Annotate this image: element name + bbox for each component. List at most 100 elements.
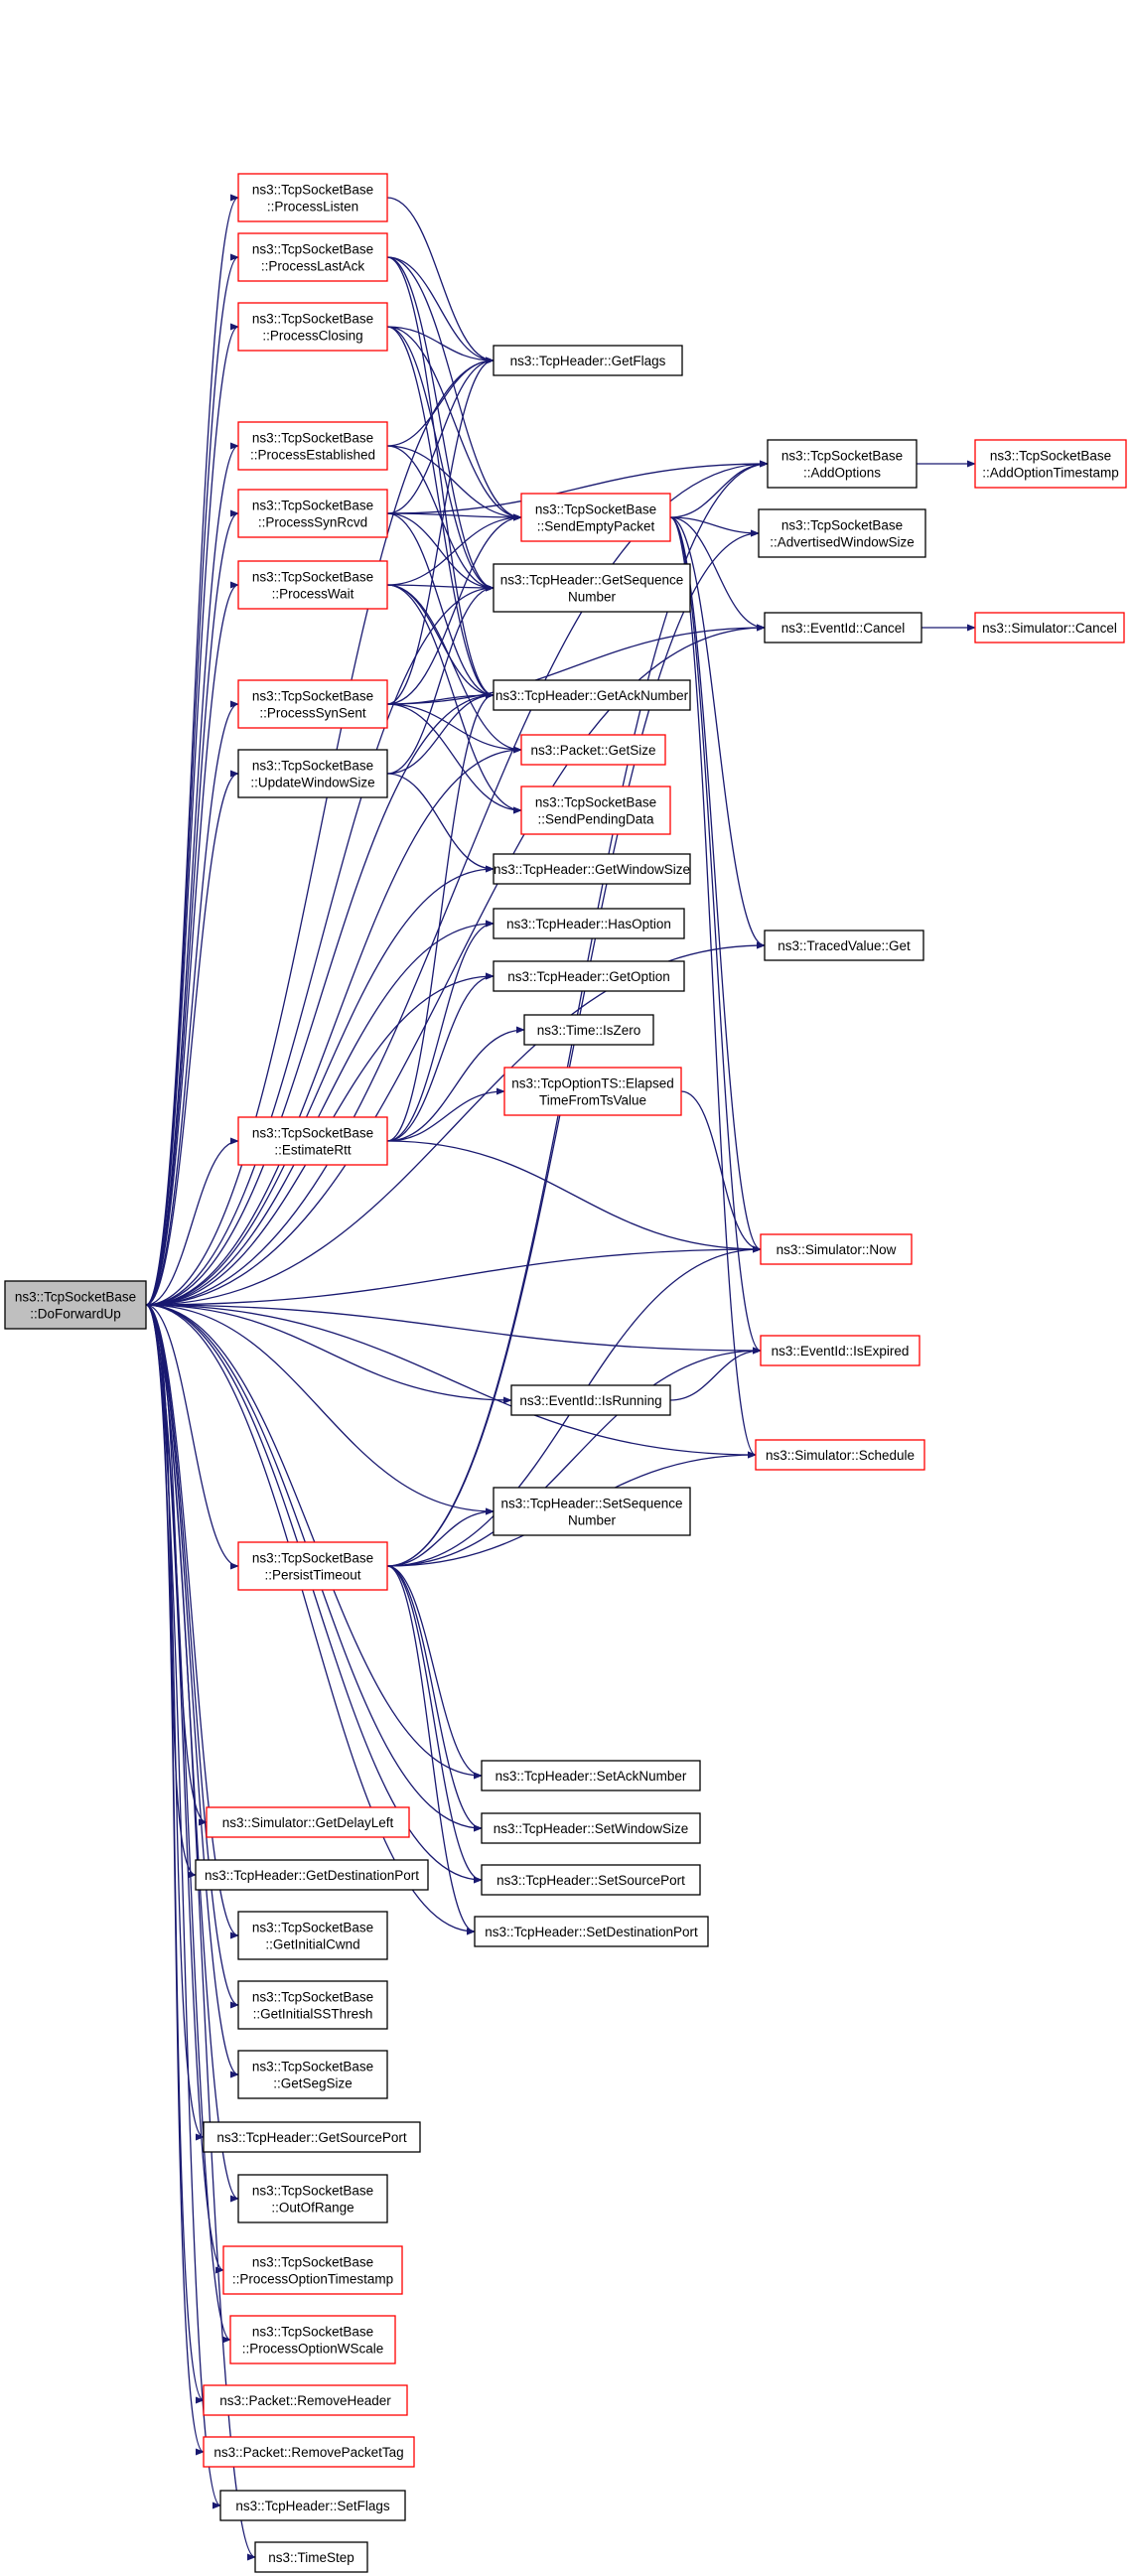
node-box (510, 1384, 671, 1416)
node-packetgetsize[interactable]: ns3::Packet::GetSize (520, 734, 666, 766)
node-updatewindowsize[interactable]: ns3::TcpSocketBase::UpdateWindowSize (237, 749, 388, 798)
node-setwindowsize[interactable]: ns3::TcpHeader::SetWindowSize (481, 1812, 701, 1844)
node-label: ns3::Packet::GetSize (530, 743, 655, 758)
node-outofrange[interactable]: ns3::TcpSocketBase::OutOfRange (237, 2174, 388, 2223)
edge-estimatertt-to-simulatornow (386, 1140, 762, 1253)
node-processoptionwscale[interactable]: ns3::TcpSocketBase::ProcessOptionWScale (229, 2315, 396, 2364)
node-processlisten[interactable]: ns3::TcpSocketBase::ProcessListen (237, 173, 388, 222)
node-label: ::AddOptionTimestamp (982, 466, 1119, 481)
node-label: ns3::TcpHeader::GetOption (507, 969, 670, 984)
node-label: ns3::TcpHeader::SetWindowSize (494, 1821, 689, 1836)
node-setsourceport[interactable]: ns3::TcpHeader::SetSourcePort (481, 1864, 701, 1896)
node-hasoption[interactable]: ns3::TcpHeader::HasOption (493, 908, 685, 939)
edge-root-to-processclosing (145, 323, 239, 1306)
edge-root-to-setflags (145, 1304, 221, 2509)
edge-root-to-getinitialssthresh (145, 1304, 239, 2009)
edge-processclosing-to-getsequencenumber (386, 326, 495, 592)
node-box (523, 1014, 654, 1046)
node-processsynsent[interactable]: ns3::TcpSocketBase::ProcessSynSent (237, 679, 388, 729)
edge-root-to-simulatorschedule (145, 1304, 757, 1459)
node-addoptiontimestamp[interactable]: ns3::TcpSocketBase::AddOptionTimestamp (974, 439, 1127, 489)
node-label: TimeFromTsValue (539, 1093, 646, 1108)
node-box (237, 173, 388, 222)
node-persisttimeout[interactable]: ns3::TcpSocketBase::PersistTimeout (237, 1541, 388, 1591)
node-label: ns3::Packet::RemoveHeader (219, 2393, 391, 2408)
node-box (474, 1916, 709, 1947)
node-processoptiontimestamp[interactable]: ns3::TcpSocketBase::ProcessOptionTimesta… (222, 2245, 403, 2295)
node-getinitialssthresh[interactable]: ns3::TcpSocketBase::GetInitialSSThresh (237, 1980, 388, 2030)
node-label: ::UpdateWindowSize (250, 776, 374, 790)
node-iszero[interactable]: ns3::Time::IsZero (523, 1014, 654, 1046)
node-label: ::SendPendingData (537, 812, 654, 827)
node-label: ns3::TcpSocketBase (252, 2184, 373, 2199)
node-box (493, 345, 683, 376)
node-label: ns3::TcpSocketBase (252, 431, 373, 446)
edge-estimatertt-to-hasoption (386, 920, 495, 1142)
node-addoptions[interactable]: ns3::TcpSocketBase::AddOptions (767, 439, 918, 489)
edge-root-to-getwindowsize (145, 865, 495, 1306)
node-processlastack[interactable]: ns3::TcpSocketBase::ProcessLastAck (237, 232, 388, 282)
edge-processsynrcvd-to-getflags (386, 357, 495, 514)
node-box (237, 421, 388, 471)
edge-root-to-removepackettag (145, 1304, 205, 2456)
nodes-layer: ns3::TcpSocketBase::DoForwardUpns3::TcpS… (4, 173, 1127, 2573)
node-getwindowsize[interactable]: ns3::TcpHeader::GetWindowSize (493, 853, 691, 885)
node-sendpendingdata[interactable]: ns3::TcpSocketBase::SendPendingData (520, 786, 671, 835)
node-label: ns3::TcpSocketBase (252, 759, 373, 774)
node-getsegsize[interactable]: ns3::TcpSocketBase::GetSegSize (237, 2050, 388, 2099)
node-box (237, 1911, 388, 1960)
node-simulatorschedule[interactable]: ns3::Simulator::Schedule (755, 1439, 925, 1471)
node-box (493, 960, 685, 992)
node-advertisedwindowsize[interactable]: ns3::TcpSocketBase::AdvertisedWindowSize (758, 508, 926, 558)
node-timestep[interactable]: ns3::TimeStep (254, 2541, 368, 2573)
node-getsourceport[interactable]: ns3::TcpHeader::GetSourcePort (203, 2121, 421, 2153)
node-sendemptypacket[interactable]: ns3::TcpSocketBase::SendEmptyPacket (520, 493, 671, 542)
node-simulatornow[interactable]: ns3::Simulator::Now (760, 1233, 913, 1265)
node-eventidcancel[interactable]: ns3::EventId::Cancel (764, 612, 922, 644)
node-simulatorcancel[interactable]: ns3::Simulator::Cancel (974, 612, 1125, 644)
node-label: ns3::TcpSocketBase (252, 183, 373, 198)
node-getinitialcwnd[interactable]: ns3::TcpSocketBase::GetInitialCwnd (237, 1911, 388, 1960)
node-processsynrcvd[interactable]: ns3::TcpSocketBase::ProcessSynRcvd (237, 489, 388, 538)
node-label: ns3::TcpHeader::GetAckNumber (496, 688, 689, 703)
node-eventidisexpired[interactable]: ns3::EventId::IsExpired (760, 1335, 921, 1366)
node-label: ::OutOfRange (271, 2201, 354, 2216)
node-setflags[interactable]: ns3::TcpHeader::SetFlags (219, 2490, 406, 2521)
node-tracedvalueget[interactable]: ns3::TracedValue::Get (764, 930, 924, 961)
node-getacknumber[interactable]: ns3::TcpHeader::GetAckNumber (493, 679, 691, 711)
node-box (229, 2315, 396, 2364)
node-label: ns3::Time::IsZero (537, 1023, 641, 1038)
node-eventidisrunning[interactable]: ns3::EventId::IsRunning (510, 1384, 671, 1416)
node-processestablished[interactable]: ns3::TcpSocketBase::ProcessEstablished (237, 421, 388, 471)
node-root[interactable]: ns3::TcpSocketBase::DoForwardUp (4, 1280, 147, 1330)
node-label: ns3::TcpSocketBase (781, 449, 903, 464)
edge-processsynsent-to-sendpendingdata (386, 703, 522, 814)
node-box (203, 2436, 415, 2468)
edge-root-to-processoptionwscale (145, 1304, 231, 2344)
edge-root-to-estimatertt (145, 1137, 239, 1306)
node-box (206, 1806, 410, 1838)
edge-persisttimeout-to-eventidisexpired (386, 1347, 762, 1567)
node-removeheader[interactable]: ns3::Packet::RemoveHeader (203, 2384, 408, 2416)
node-label: ns3::TcpSocketBase (990, 449, 1111, 464)
node-label: ::GetInitialSSThresh (253, 2007, 373, 2022)
node-label: ns3::EventId::IsRunning (519, 1393, 661, 1408)
edge-processsynrcvd-to-addoptions (386, 460, 769, 514)
node-getdestinationport[interactable]: ns3::TcpHeader::GetDestinationPort (195, 1859, 429, 1891)
node-setdestinationport[interactable]: ns3::TcpHeader::SetDestinationPort (474, 1916, 709, 1947)
node-processclosing[interactable]: ns3::TcpSocketBase::ProcessClosing (237, 302, 388, 352)
edge-root-to-simulatornow (145, 1245, 762, 1306)
node-processwait[interactable]: ns3::TcpSocketBase::ProcessWait (237, 560, 388, 610)
node-setacknumber[interactable]: ns3::TcpHeader::SetAckNumber (481, 1760, 701, 1791)
node-removepackettag[interactable]: ns3::Packet::RemovePacketTag (203, 2436, 415, 2468)
node-getflags[interactable]: ns3::TcpHeader::GetFlags (493, 345, 683, 376)
node-getoption[interactable]: ns3::TcpHeader::GetOption (493, 960, 685, 992)
node-label: ns3::TcpHeader::GetDestinationPort (205, 1868, 419, 1883)
node-getdelayleft[interactable]: ns3::Simulator::GetDelayLeft (206, 1806, 410, 1838)
node-label: ::GetInitialCwnd (265, 1937, 359, 1952)
node-estimatertt[interactable]: ns3::TcpSocketBase::EstimateRtt (237, 1116, 388, 1166)
edge-root-to-setdestinationport (145, 1304, 476, 1935)
